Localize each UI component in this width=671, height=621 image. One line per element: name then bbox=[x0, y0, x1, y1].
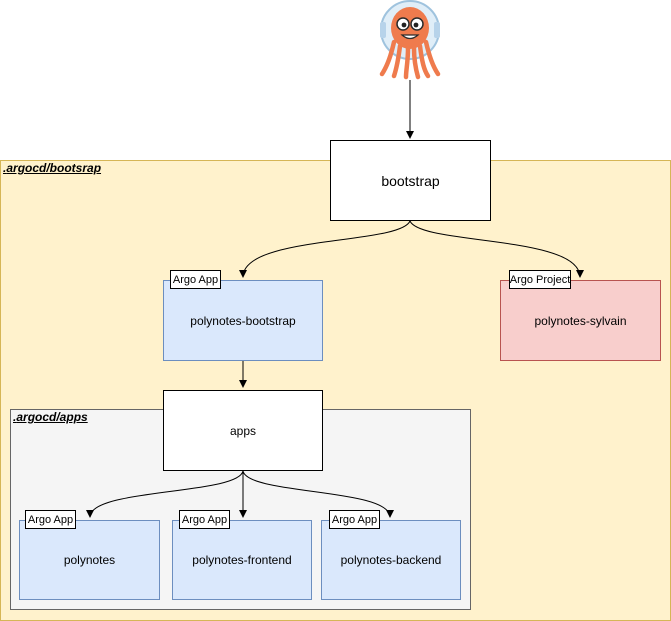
polynotes-sylvain-label: polynotes-sylvain bbox=[534, 313, 627, 328]
polynotes-frontend-label: polynotes-frontend bbox=[192, 553, 292, 567]
bootstrap-node[interactable]: bootstrap bbox=[330, 140, 491, 221]
apps-label: apps bbox=[229, 423, 257, 438]
polynotes-sylvain-node[interactable]: polynotes-sylvain bbox=[500, 280, 661, 361]
polynotes-frontend-node[interactable]: polynotes-frontend bbox=[172, 520, 312, 600]
bootstrap-label: bootstrap bbox=[381, 172, 440, 189]
edge-bootstrap-to-polynotes-sylvain bbox=[409, 220, 584, 278]
polynotes-node[interactable]: polynotes bbox=[19, 520, 160, 600]
argo-octopus-logo bbox=[379, 0, 441, 80]
polynotes-label: polynotes bbox=[63, 553, 116, 567]
argocd-apps-group-label: .argocd/apps bbox=[13, 410, 88, 424]
argocd-bootstrap-group-label: .argocd/bootsrap bbox=[3, 161, 102, 175]
polynotes-backend-node[interactable]: polynotes-backend bbox=[321, 520, 461, 600]
apps-node[interactable]: apps bbox=[163, 390, 323, 471]
argo-app-tag: Argo App bbox=[170, 270, 221, 289]
polynotes-bootstrap-node[interactable]: polynotes-bootstrap bbox=[163, 280, 323, 361]
argo-app-tag: Argo App bbox=[25, 510, 76, 529]
polynotes-backend-label: polynotes-backend bbox=[340, 553, 442, 567]
argo-app-tag: Argo App bbox=[179, 510, 230, 529]
polynotes-bootstrap-label: polynotes-bootstrap bbox=[190, 313, 296, 328]
argo-project-tag: Argo Project bbox=[509, 270, 571, 289]
edge-bootstrap-to-polynotes-bootstrap bbox=[239, 220, 411, 278]
edge-apps-to-polynotes bbox=[86, 470, 244, 518]
argo-app-tag: Argo App bbox=[329, 510, 380, 529]
edge-apps-to-polynotes-backend bbox=[242, 470, 394, 518]
